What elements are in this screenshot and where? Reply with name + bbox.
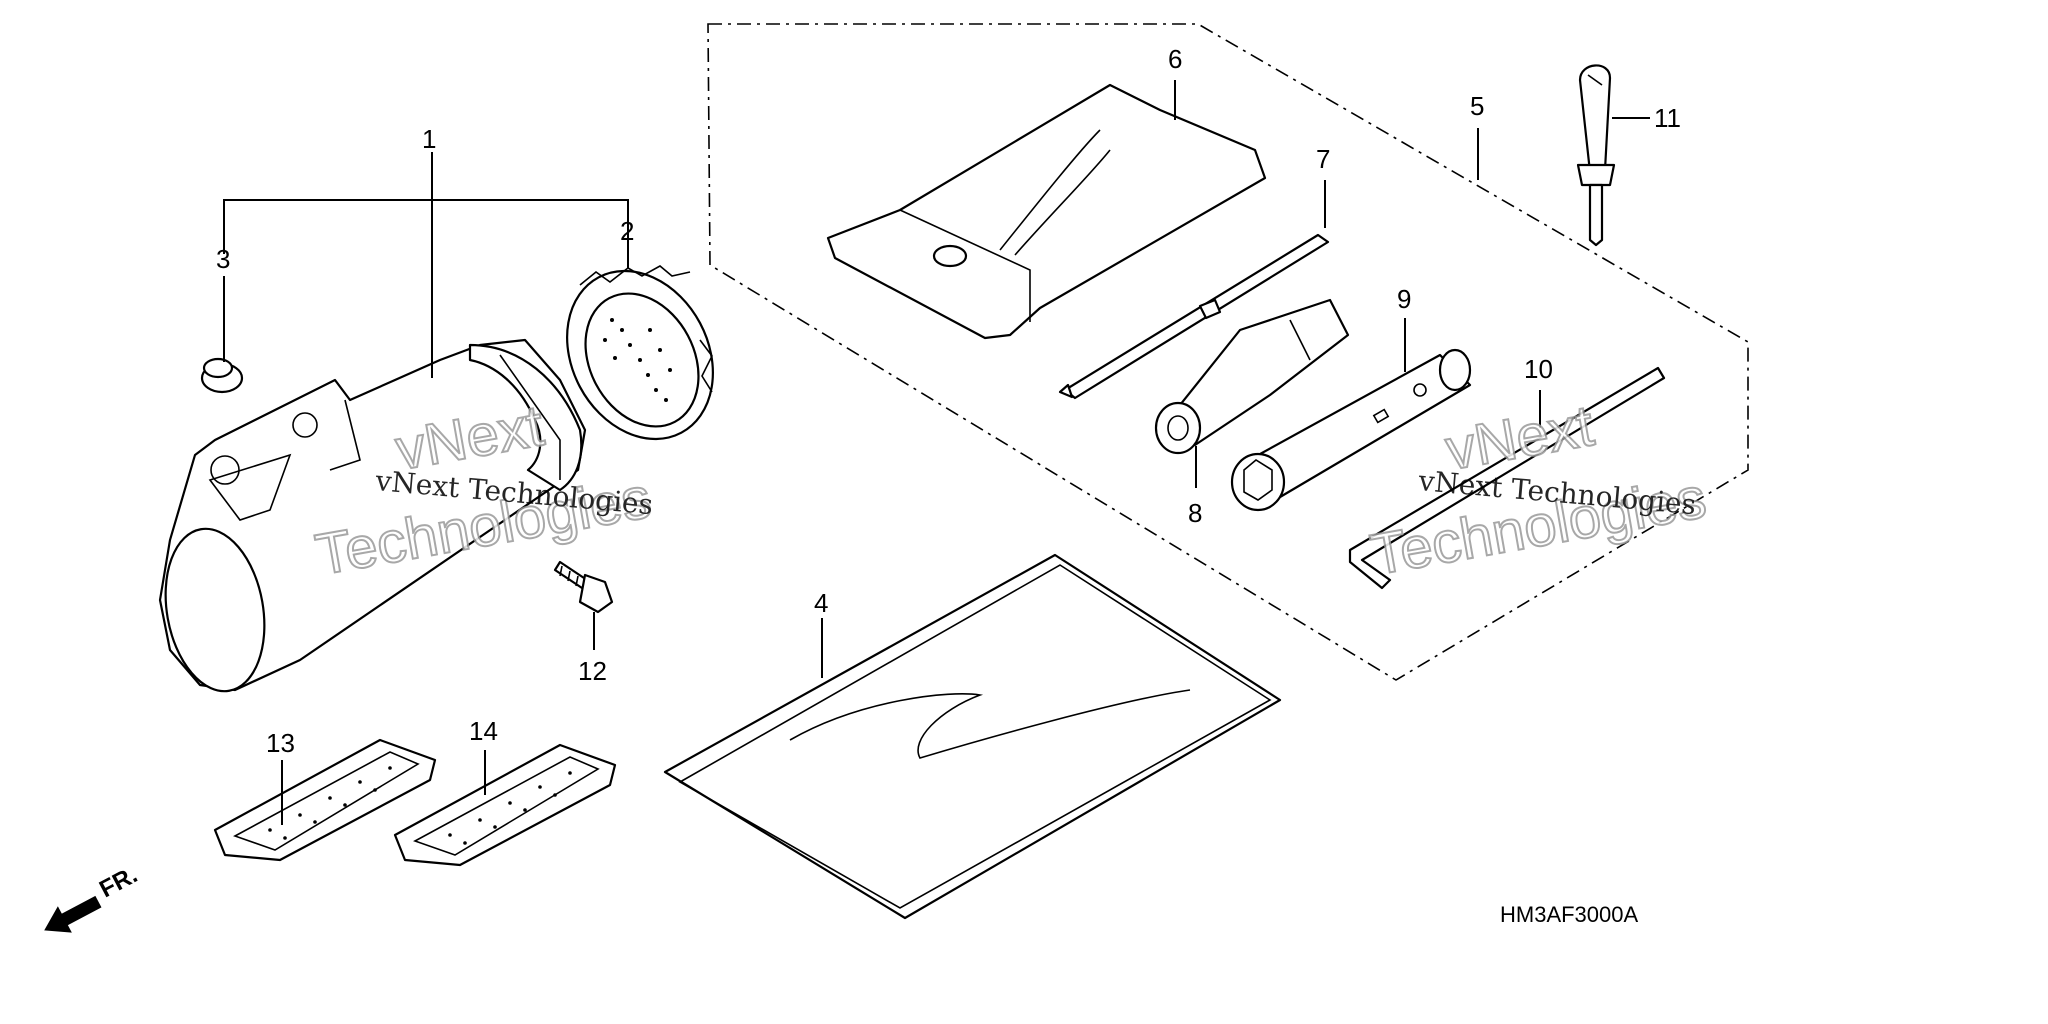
part-6-tool-pouch bbox=[826, 83, 1267, 340]
callout-12: 12 bbox=[578, 656, 607, 686]
part-12-bolt bbox=[553, 560, 614, 614]
part-2-cap bbox=[566, 265, 714, 441]
callout-11: 11 bbox=[1654, 103, 1681, 133]
part-11-screwdriver-handle bbox=[1576, 64, 1616, 247]
callout-2: 2 bbox=[620, 216, 634, 246]
callout-6: 6 bbox=[1168, 44, 1182, 74]
callout-3: 3 bbox=[216, 244, 230, 274]
callout-14: 14 bbox=[469, 716, 498, 746]
callout-13: 13 bbox=[266, 728, 295, 758]
part-9-plug-wrench bbox=[1230, 348, 1472, 512]
front-direction-arrow bbox=[44, 895, 102, 933]
callout-1: 1 bbox=[422, 124, 436, 154]
part-3-grommet bbox=[200, 357, 244, 394]
part-13-strap bbox=[213, 738, 437, 862]
callout-4: 4 bbox=[814, 588, 828, 618]
diagram-code: HM3AF3000A bbox=[1500, 902, 1639, 927]
part-8-wrench-handle bbox=[1154, 298, 1350, 455]
callout-5: 5 bbox=[1470, 91, 1484, 121]
part-10-hex-key bbox=[1348, 366, 1666, 590]
callout-8: 8 bbox=[1188, 498, 1202, 528]
direction-label: FR. bbox=[95, 861, 142, 903]
watermark-right: vNext Technologies vNext Technologies bbox=[1365, 392, 1712, 589]
callout-7: 7 bbox=[1316, 144, 1330, 174]
part-14-strap bbox=[393, 743, 617, 867]
toolkit-boundary-dashed bbox=[707, 23, 1749, 681]
arrow-left-icon bbox=[44, 895, 102, 933]
part-7-screwdriver-blade bbox=[1058, 233, 1330, 400]
leader-lines bbox=[223, 80, 1650, 825]
part-4-manual-bag bbox=[663, 553, 1282, 920]
callout-10: 10 bbox=[1524, 354, 1553, 384]
part-1-tool-tube bbox=[158, 338, 587, 693]
callout-9: 9 bbox=[1397, 284, 1411, 314]
